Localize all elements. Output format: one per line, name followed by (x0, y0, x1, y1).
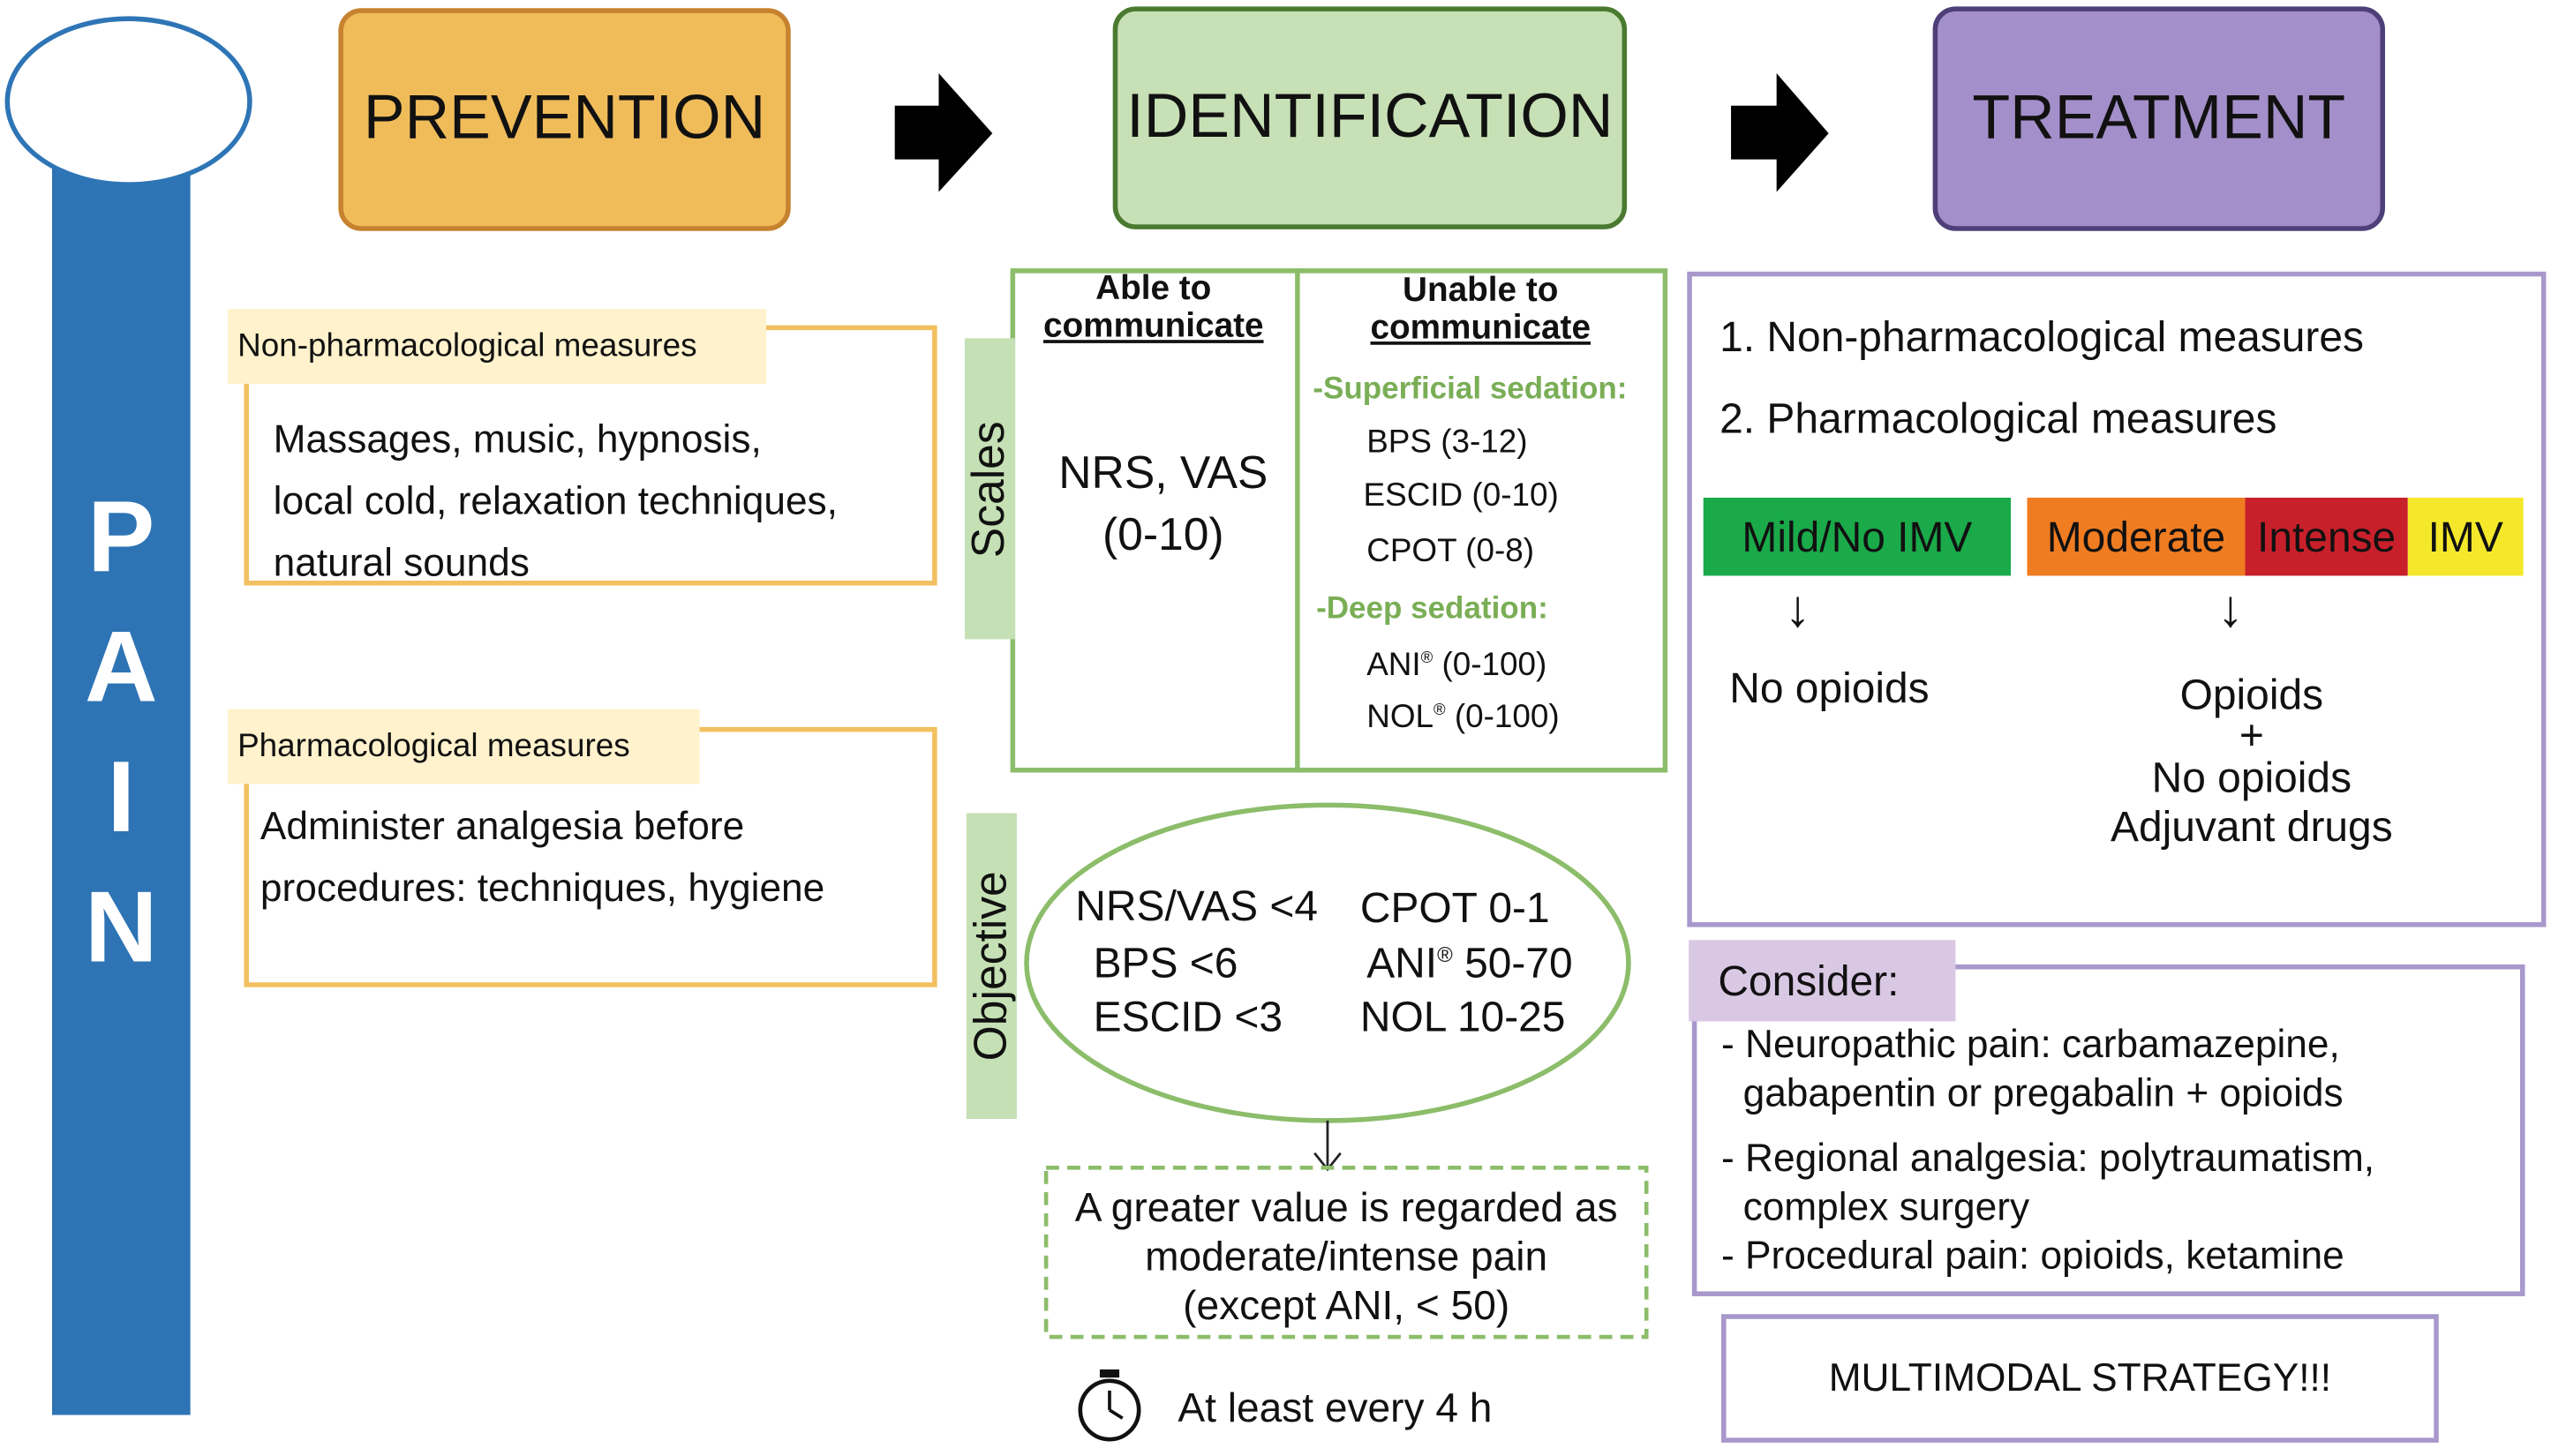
treatment-step-2: 2. Pharmacological measures (1719, 394, 2277, 443)
treatment-header: TREATMENT (1932, 6, 2385, 231)
objective-escid: ESCID <3 (1093, 992, 1283, 1041)
arrow-down-icon: ↓ (2217, 579, 2244, 638)
unable-header-line: Unable to (1403, 271, 1559, 310)
pain-letter-p: P (87, 481, 155, 594)
note-line: moderate/intense pain (1145, 1234, 1548, 1280)
treatment-title: TREATMENT (1972, 83, 2346, 153)
consider-text: Regional analgesia: polytraumatism, (1745, 1137, 2375, 1182)
pain-circle (4, 16, 252, 187)
severity-moderate: Moderate (2027, 497, 2246, 576)
non-pharm-label: Non-pharmacological measures (228, 309, 767, 384)
able-header-line: Able to (1095, 269, 1212, 308)
unable-header-line: communicate (1370, 309, 1591, 347)
able-header: Able to communicate (1015, 270, 1291, 345)
superficial-sedation-label: -Superficial sedation: (1313, 372, 1628, 407)
consider-text: complex surgery (1742, 1185, 2030, 1230)
stopwatch-icon (1078, 1369, 1141, 1442)
able-header-line: communicate (1043, 307, 1264, 345)
able-scale-line: (0-10) (1102, 508, 1224, 560)
deep-sedation-label: -Deep sedation: (1316, 591, 1548, 627)
consider-item: - Neuropathic pain: carbamazepine, gabap… (1720, 1023, 2344, 1116)
consider-item: - Procedural pain: opioids, ketamine (1720, 1234, 2344, 1279)
pain-letter-a: A (85, 612, 158, 724)
severe-result-line: Opioids (2179, 670, 2324, 719)
note-dashed-box (1043, 1166, 1649, 1340)
consider-text: gabapentin or pregabalin + opioids (1742, 1071, 2344, 1116)
pain-letter-i: I (107, 741, 136, 854)
consider-text: Procedural pain: opioids, ketamine (1745, 1234, 2344, 1279)
treatment-box (1687, 271, 2547, 927)
scale-name: NOL (1366, 699, 1434, 736)
severe-result: Opioids + No opioids Adjuvant drugs (2057, 670, 2447, 852)
consider-label: Consider: (1689, 940, 1956, 1022)
non-pharm-line: local cold, relaxation techniques, (273, 479, 838, 524)
severe-result-line: No opioids (2151, 753, 2352, 802)
consider-box (1691, 964, 2525, 1296)
objective-label-text: Objective (965, 871, 1017, 1062)
ani-name: ANI (1366, 938, 1438, 987)
objective-bps: BPS <6 (1093, 938, 1238, 987)
scale-item: NOL® (0-100) (1366, 700, 1559, 737)
registered-mark: ® (1437, 942, 1453, 967)
consider-text: Neuropathic pain: carbamazepine, (1745, 1023, 2340, 1068)
able-scale-line: NRS, VAS (1058, 447, 1268, 498)
frequency-text: At least every 4 h (1178, 1385, 1493, 1431)
scales-divider (1295, 268, 1300, 773)
note-line: A greater value is regarded as (1074, 1185, 1618, 1232)
mild-result: No opioids (1729, 663, 1930, 713)
non-pharm-line: Massages, music, hypnosis, (273, 417, 762, 462)
objective-label: Objective (965, 813, 1017, 1120)
objective-ani: ANI® 50-70 (1366, 938, 1572, 988)
arrow-down-icon: ↓ (1784, 579, 1811, 638)
scale-range: (0-100) (1445, 699, 1560, 736)
non-pharm-text: Massages, music, hypnosis, local cold, r… (274, 409, 838, 595)
threshold-note: A greater value is regarded as moderate/… (1046, 1184, 1646, 1331)
scale-item: ESCID (0-10) (1363, 477, 1559, 514)
ani-range: 50-70 (1452, 938, 1573, 987)
pharm-label: Pharmacological measures (228, 709, 700, 784)
scale-item: BPS (3-12) (1366, 424, 1528, 461)
arrow-right-icon (1731, 72, 1829, 192)
pharm-text: Administer analgesia before procedures: … (260, 797, 824, 920)
identification-title: IDENTIFICATION (1126, 82, 1614, 152)
registered-mark: ® (1420, 649, 1434, 668)
scales-label-text: Scales (964, 420, 1015, 558)
note-line: (except ANI, < 50) (1183, 1283, 1510, 1329)
consider-item: - Regional analgesia: polytraumatism, co… (1720, 1137, 2375, 1230)
objective-cpot: CPOT 0-1 (1359, 882, 1550, 933)
registered-mark: ® (1434, 702, 1446, 720)
multimodal-box: MULTIMODAL STRATEGY!!! (1720, 1314, 2439, 1443)
identification-header: IDENTIFICATION (1112, 6, 1628, 229)
non-pharm-line: natural sounds (273, 541, 530, 586)
severe-result-line: + (2239, 710, 2264, 760)
unable-header: Unable to communicate (1301, 272, 1659, 347)
severity-intense: Intense (2245, 497, 2408, 576)
pain-letter-n: N (85, 871, 158, 985)
scale-range: (0-100) (1433, 647, 1547, 684)
scale-name: ANI (1366, 647, 1421, 684)
pharm-line: Administer analgesia before (260, 805, 745, 850)
severity-mild: Mild/No IMV (1703, 497, 2012, 576)
arrow-right-icon (894, 72, 993, 192)
scale-item: ANI® (0-100) (1366, 648, 1546, 685)
pain-bar (51, 162, 191, 1415)
prevention-header: PREVENTION (338, 8, 791, 231)
pharm-line: procedures: techniques, hygiene (260, 867, 825, 912)
able-scales: NRS, VAS (0-10) (1025, 442, 1301, 566)
objective-nrs: NRS/VAS <4 (1075, 881, 1319, 931)
severity-imv: IMV (2407, 497, 2524, 576)
treatment-step-1: 1. Non-pharmacological measures (1719, 311, 2364, 362)
scales-label: Scales (964, 338, 1016, 640)
scale-item: CPOT (0-8) (1366, 533, 1535, 570)
objective-nol: NOL 10-25 (1359, 992, 1566, 1041)
severe-result-line: Adjuvant drugs (2110, 801, 2393, 851)
multimodal-text: MULTIMODAL STRATEGY!!! (1828, 1355, 2332, 1400)
prevention-title: PREVENTION (363, 84, 766, 154)
